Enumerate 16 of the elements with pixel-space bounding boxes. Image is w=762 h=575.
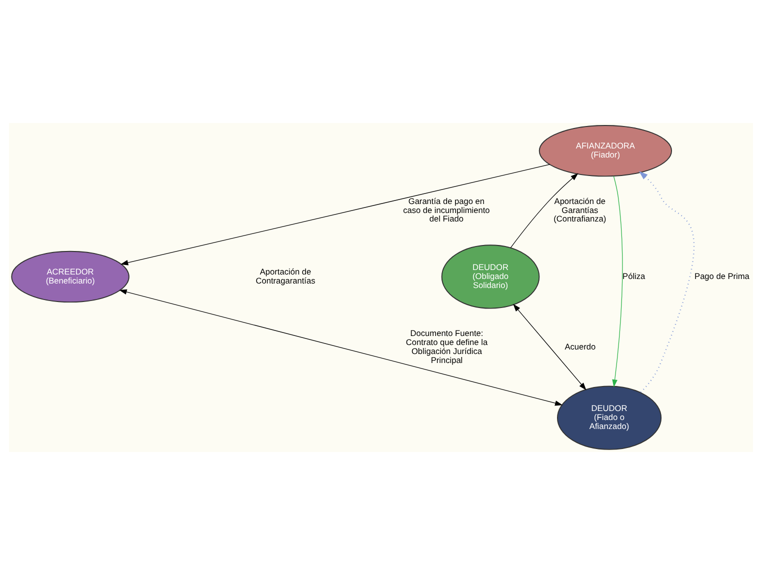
edge-label: Póliza bbox=[622, 270, 646, 281]
arrow bbox=[510, 173, 578, 248]
arrow bbox=[119, 289, 563, 406]
edge-label: Pago de Prima bbox=[694, 270, 750, 281]
arrow bbox=[638, 171, 694, 393]
edge-label: Documento Fuente: Contrato que define la Obligación Jurídica Principal bbox=[406, 328, 488, 365]
edge-label: Aportación de Garantías (Contrafianza) bbox=[554, 196, 606, 224]
label: Aportación de Contragarantías bbox=[256, 266, 316, 286]
node-ellipse: DEUDOR (Fiado o Afianzado) bbox=[556, 386, 662, 450]
arrow bbox=[612, 176, 623, 388]
edge-label: Acuerdo bbox=[564, 341, 596, 352]
edge-label: Garantía de pago en caso de incumplimiento del Fiado bbox=[403, 196, 490, 224]
node-ellipse: AFIANZADORA (Fiador) bbox=[538, 125, 672, 177]
arrow bbox=[120, 164, 550, 266]
node-ellipse: DEUDOR (Obligado Solidario) bbox=[441, 244, 540, 309]
arrow bbox=[513, 304, 586, 390]
